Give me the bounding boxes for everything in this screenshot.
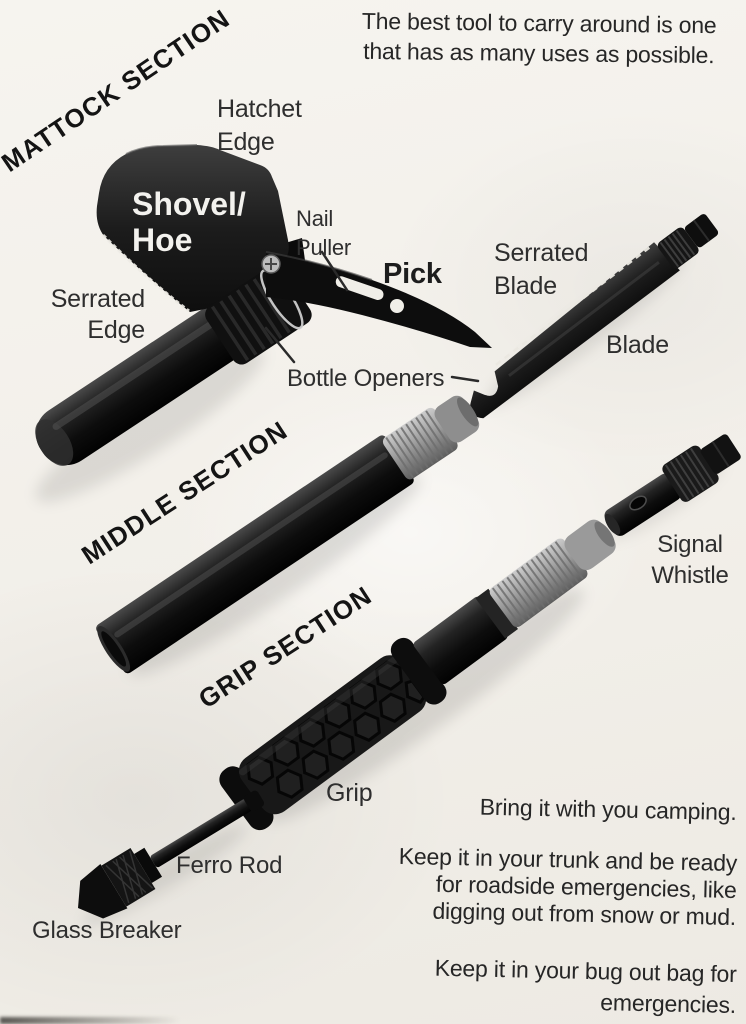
pick-hole bbox=[390, 299, 404, 313]
note-trunk: Keep it in your trunk and be ready for r… bbox=[398, 842, 737, 930]
label-glass-breaker: Glass Breaker bbox=[32, 917, 182, 944]
label-signal-whistle: Signal Whistle bbox=[651, 531, 729, 589]
middle-tube bbox=[96, 395, 480, 674]
note-bug-out-bag: Keep it in your bug out bag for emergenc… bbox=[434, 954, 737, 1018]
grip-assembly bbox=[219, 519, 616, 831]
intro-text: The best tool to carry around is one tha… bbox=[361, 7, 717, 69]
ferro-rod-tool bbox=[78, 790, 265, 919]
label-grip: Grip bbox=[326, 779, 373, 807]
label-nail-puller: Nail Puller bbox=[296, 206, 352, 261]
label-serrated-edge: Serrated Edge bbox=[50, 285, 145, 344]
mattock-handle bbox=[35, 295, 262, 466]
shovel-blade bbox=[96, 144, 289, 313]
hex-texture bbox=[246, 660, 426, 799]
leader-lines bbox=[264, 250, 480, 383]
note-camping: Bring it with you camping. bbox=[479, 793, 737, 825]
label-hatchet-edge: Hatchet Edge bbox=[217, 95, 302, 156]
label-bottle-openers: Bottle Openers bbox=[287, 365, 445, 392]
photo-edge-artifact bbox=[0, 1017, 180, 1024]
nail-puller-slot bbox=[335, 276, 384, 300]
label-serrated-blade: Serrated Blade bbox=[494, 239, 589, 300]
signal-whistle-tool bbox=[604, 434, 741, 536]
bottle-opener-dash bbox=[450, 375, 480, 383]
label-shovel-hoe: Shovel/ Hoe bbox=[132, 186, 246, 259]
nail-puller-leader bbox=[320, 250, 349, 292]
label-blade: Blade bbox=[606, 331, 669, 359]
pick-tool bbox=[261, 251, 492, 348]
bottle-opener-leader bbox=[264, 326, 296, 364]
label-pick: Pick bbox=[383, 258, 442, 290]
label-ferro-rod: Ferro Rod bbox=[176, 852, 283, 879]
whistle-hole bbox=[629, 495, 647, 511]
glass-breaker-point bbox=[78, 863, 128, 919]
